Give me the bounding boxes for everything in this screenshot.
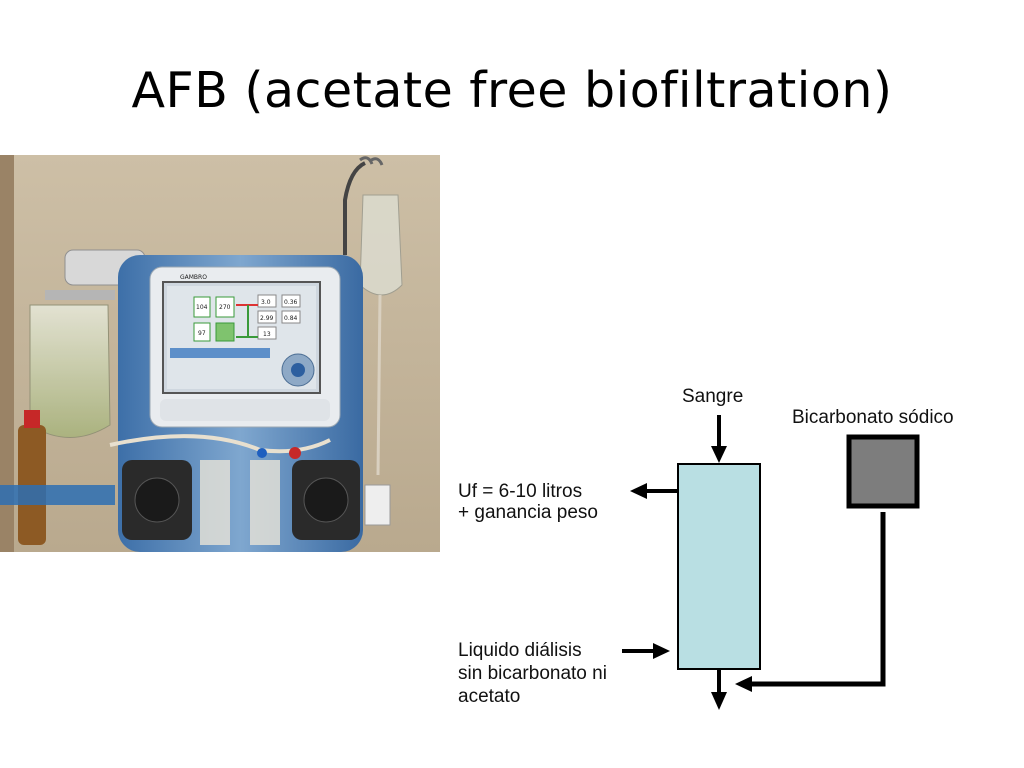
screen-value: 270 [219,304,231,311]
uf-label-line2: + ganancia peso [458,502,598,523]
sangre-label: Sangre [682,386,743,407]
blood-inflow-arrow [711,415,727,463]
bicarbonate-box [846,434,920,509]
screen-value: 0.36 [284,299,298,306]
dialysis-machine-photo: GAMBRO 104 270 3.0 0.36 2.99 0.84 97 13 [0,155,440,552]
slide-title: AFB (acetate free biofiltration) [131,62,893,119]
liquido-label-line2: sin bicarbonato ni [458,663,607,684]
dialysate-inflow-arrow [622,643,670,659]
screen-value: 13 [263,331,271,338]
blood-outflow-arrow [711,669,727,710]
afb-flow-diagram: Sangre Bicarbonato sódico Uf = 6-10 litr… [458,386,954,710]
liquido-label-line3: acetato [458,686,520,707]
brand-label: GAMBRO [180,274,207,281]
bicarbonate-line-arrow [735,512,886,692]
uf-label-line1: Uf = 6-10 litros [458,481,582,502]
screen-value: 0.84 [284,315,298,322]
liquido-label-line1: Liquido diálisis [458,640,582,661]
screen-value: 97 [198,330,206,337]
screen-value: 2.99 [260,315,274,322]
uf-outflow-arrow [630,483,678,499]
bicarbonato-label: Bicarbonato sódico [792,407,954,428]
screen-value: 3.0 [261,299,271,306]
screen-value: 104 [196,304,208,311]
filter-column [677,463,761,670]
